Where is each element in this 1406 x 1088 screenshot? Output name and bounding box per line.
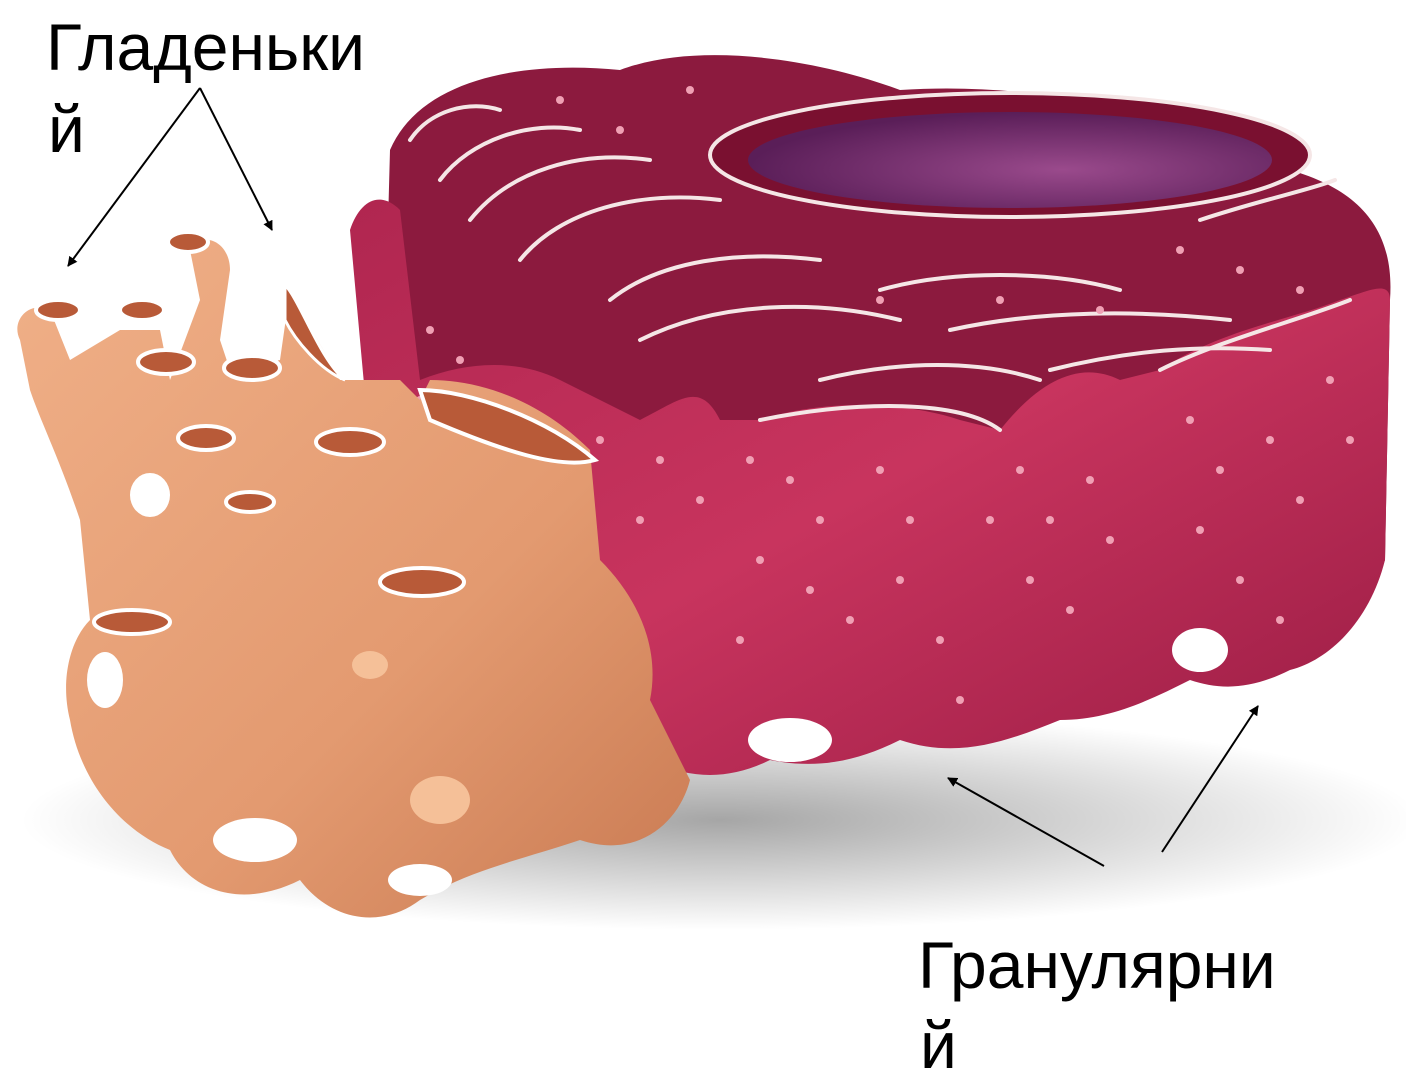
smooth-er-hole — [213, 818, 297, 862]
smooth-er-label-line1: Гладеньки — [46, 4, 365, 90]
smooth-er-label-line2: й — [48, 86, 85, 172]
rough-er-hole — [748, 718, 832, 762]
er-diagram — [0, 0, 1406, 1064]
smooth-er-hole — [130, 473, 170, 517]
rough-er-hole — [1172, 628, 1228, 672]
rough-er-label-line2: й — [920, 1002, 957, 1088]
smooth-er-fold — [352, 651, 388, 679]
smooth-er-fold — [410, 776, 470, 824]
smooth-arrow-right — [200, 88, 272, 230]
smooth-er-hole — [388, 864, 452, 896]
nucleus — [748, 112, 1272, 208]
smooth-er-hole — [87, 652, 123, 708]
rough-er-label-line1: Гранулярни — [918, 922, 1276, 1008]
